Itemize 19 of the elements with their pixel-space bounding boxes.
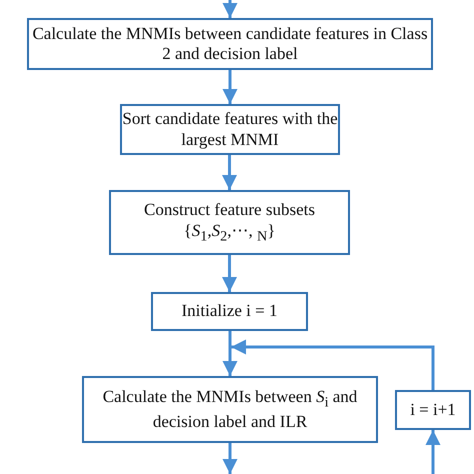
step-text: Calculate the MNMIs between S$_{i}$ and decision label and ILR	[102, 387, 358, 432]
process-box	[82, 376, 378, 443]
step-text: Calculate the MNMIs between candidate features in Class 2 and decision label	[31, 24, 429, 64]
process-box	[395, 390, 471, 430]
step-text: Sort candidate features with the largest MNMI	[122, 109, 338, 150]
arrow	[426, 430, 440, 474]
arrow	[222, 70, 238, 104]
step-text: i = i+1	[410, 400, 456, 420]
arrow	[222, 331, 238, 376]
step-text: Construct feature subsets {S$_{1}$,S$_{2}$,⋯, $_{N}$}	[143, 200, 316, 245]
arrow	[222, 443, 238, 474]
arrow	[231, 340, 434, 390]
step-text: Initialize i = 1	[182, 301, 278, 322]
arrow	[222, 0, 238, 18]
process-box	[27, 18, 433, 70]
process-box	[109, 190, 350, 255]
arrow	[222, 155, 237, 190]
arrow	[222, 255, 237, 292]
process-box	[151, 292, 308, 331]
